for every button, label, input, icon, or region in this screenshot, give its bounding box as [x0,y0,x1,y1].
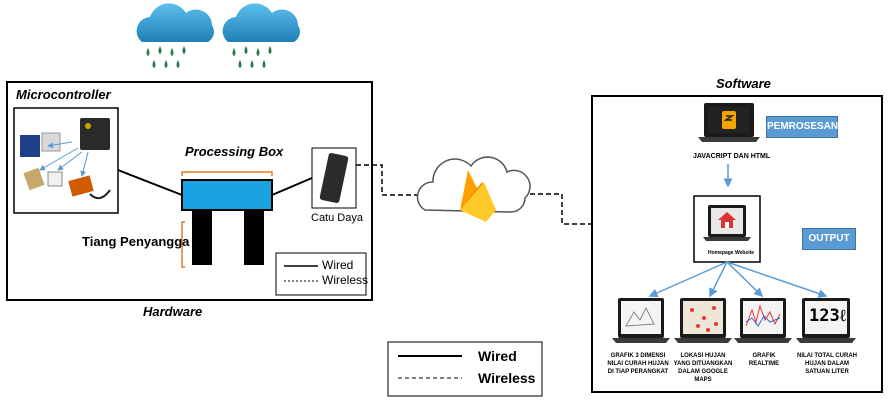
hardware-legend-wireless: Wireless [322,273,369,287]
laptop-line-graph-icon [734,298,792,343]
homepage-label: Homepage Website [708,250,755,256]
laptop-code-editor-icon [698,103,760,142]
hardware-frame [6,81,373,301]
output-label-realtime: GRAFIK REALTIME [748,353,780,367]
bracket [181,221,185,268]
laptop-home-icon [703,205,751,241]
output-label-map: LOKASI HUJAN YANG DITUANGKAN DALAM GOOGL… [673,353,733,383]
wired-connection [271,177,313,196]
processing-box-label: Processing Box [185,144,284,159]
number-display-text: 123ℓ [809,306,847,326]
output-label-total: NILAI TOTAL CURAH HUJAN DALAM SATUAN LIT… [797,353,857,375]
firebase-icon [460,170,496,222]
wired-connection [117,169,183,196]
wireless-connection [530,193,594,225]
output-label-3d-graph: GRAFIK 3 DIMENSI NILAI CURAH HUJAN DI TI… [607,353,669,375]
output-tag: OUTPUT [802,228,856,250]
output-arrows [648,261,828,298]
main-legend-wireless: Wireless [478,370,536,386]
processing-box-icon [181,179,273,211]
software-title: Software [716,76,771,91]
power-supply-label: Catu Daya [311,212,363,224]
laptop-3d-graph-icon [612,298,670,343]
software-frame [591,95,883,393]
hardware-caption: Hardware [143,304,203,319]
hardware-legend-wired: Wired [322,258,354,272]
wireless-connection [356,164,418,196]
rain-cloud-icon [136,3,214,68]
hardware-legend [275,252,367,296]
main-legend-wired: Wired [478,348,517,364]
main-legend [387,341,543,397]
bracket [181,171,273,176]
power-bank-icon [319,153,349,203]
laptop-number-display-icon [796,298,856,343]
support-pole-icon [192,210,212,265]
sensor-components-icon [20,118,111,200]
support-pole-icon [244,210,264,265]
support-pole-label: Tiang Penyangga [82,234,190,249]
rain-cloud-icon [222,3,300,68]
laptop-map-icon [674,298,732,343]
microcontroller-title: Microcontroller [16,87,111,102]
dev-label: JAVACRIPT DAN HTML [693,153,771,160]
processing-tag: PEMROSESAN [766,116,838,138]
